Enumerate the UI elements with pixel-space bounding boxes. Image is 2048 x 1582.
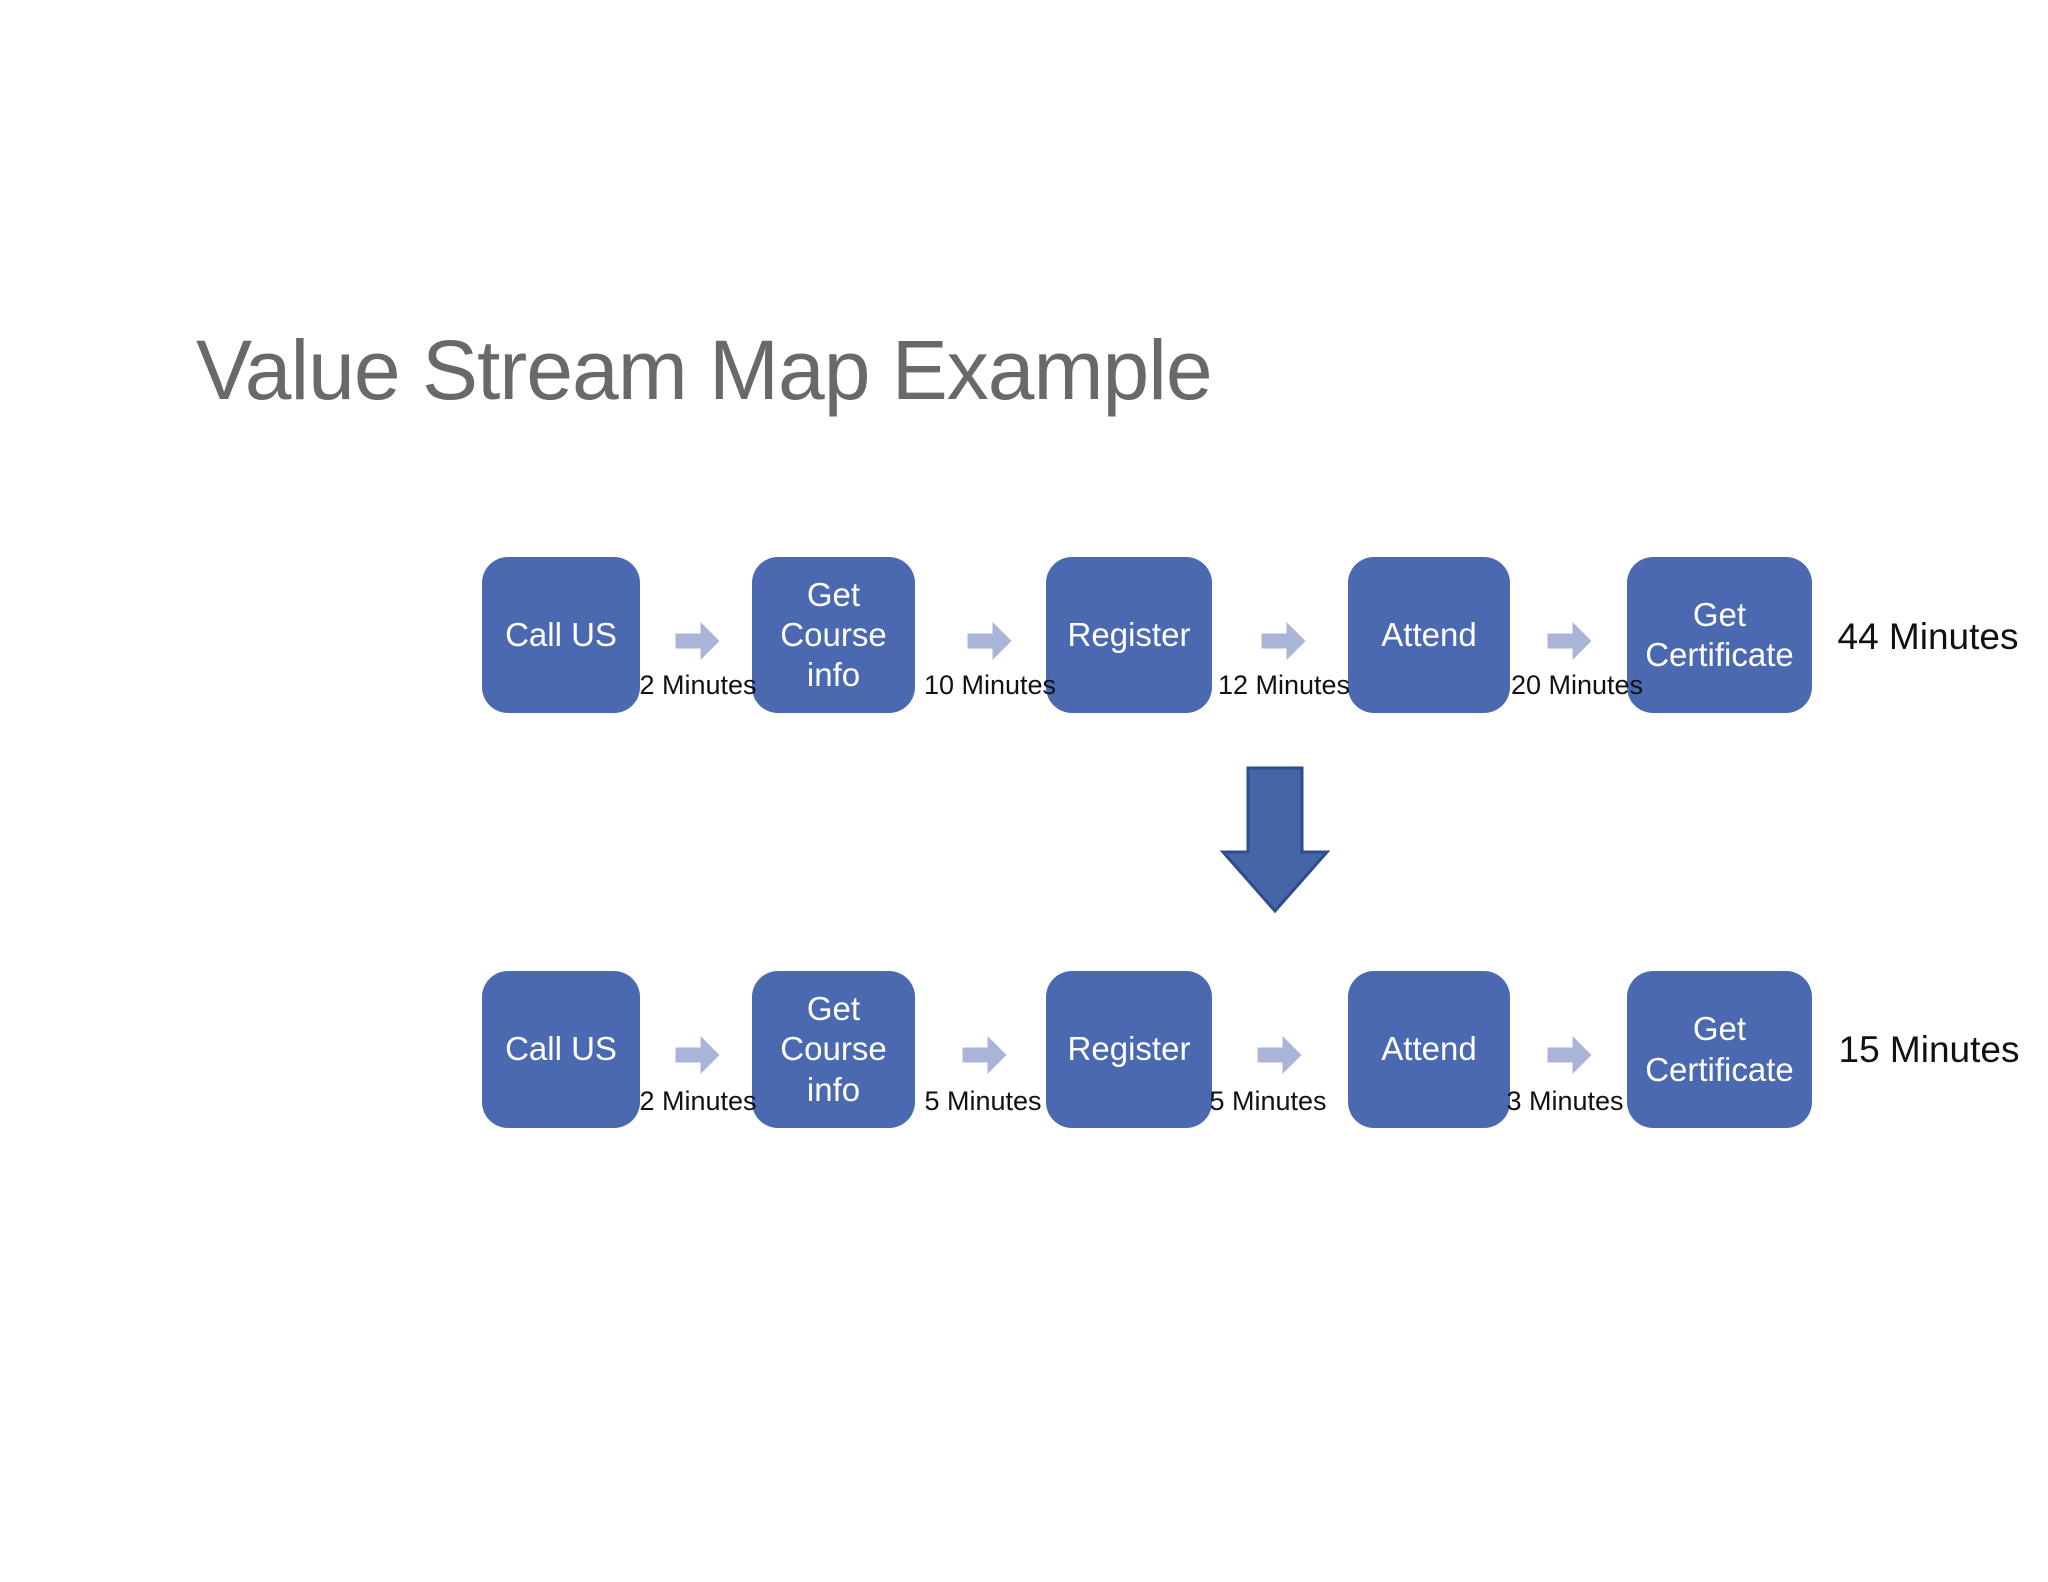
duration-label: 20 Minutes (1510, 670, 1644, 700)
right-block-arrow-icon (962, 1036, 1007, 1074)
process-step-box: Get Course info (752, 971, 915, 1128)
duration-label: 2 Minutes (639, 670, 757, 700)
duration-label: 2 Minutes (639, 1086, 757, 1116)
duration-label: 10 Minutes (923, 670, 1057, 700)
right-block-arrow-icon (1547, 1036, 1592, 1074)
process-step-box: Call US (482, 557, 640, 713)
process-step-box: Get Certificate (1627, 557, 1812, 713)
duration-label: 12 Minutes (1217, 670, 1351, 700)
right-block-arrow-icon (967, 622, 1012, 660)
down-block-arrow-icon (1220, 766, 1330, 914)
process-step-box: Call US (482, 971, 640, 1128)
total-time-label: 44 Minutes (1837, 616, 2019, 657)
duration-label: 5 Minutes (1209, 1086, 1327, 1116)
process-step-box: Attend (1348, 971, 1510, 1128)
duration-label: 3 Minutes (1506, 1086, 1624, 1116)
process-step-box: Register (1046, 971, 1212, 1128)
process-step-box: Attend (1348, 557, 1510, 713)
right-block-arrow-icon (675, 622, 720, 660)
process-step-box: Register (1046, 557, 1212, 713)
right-block-arrow-icon (1547, 622, 1592, 660)
right-block-arrow-icon (1261, 622, 1306, 660)
process-step-box: Get Certificate (1627, 971, 1812, 1128)
total-time-label: 15 Minutes (1838, 1029, 2020, 1070)
duration-label: 5 Minutes (924, 1086, 1042, 1116)
process-step-box: Get Course info (752, 557, 915, 713)
right-block-arrow-icon (675, 1036, 720, 1074)
page-title: Value Stream Map Example (196, 323, 1213, 417)
right-block-arrow-icon (1257, 1036, 1302, 1074)
